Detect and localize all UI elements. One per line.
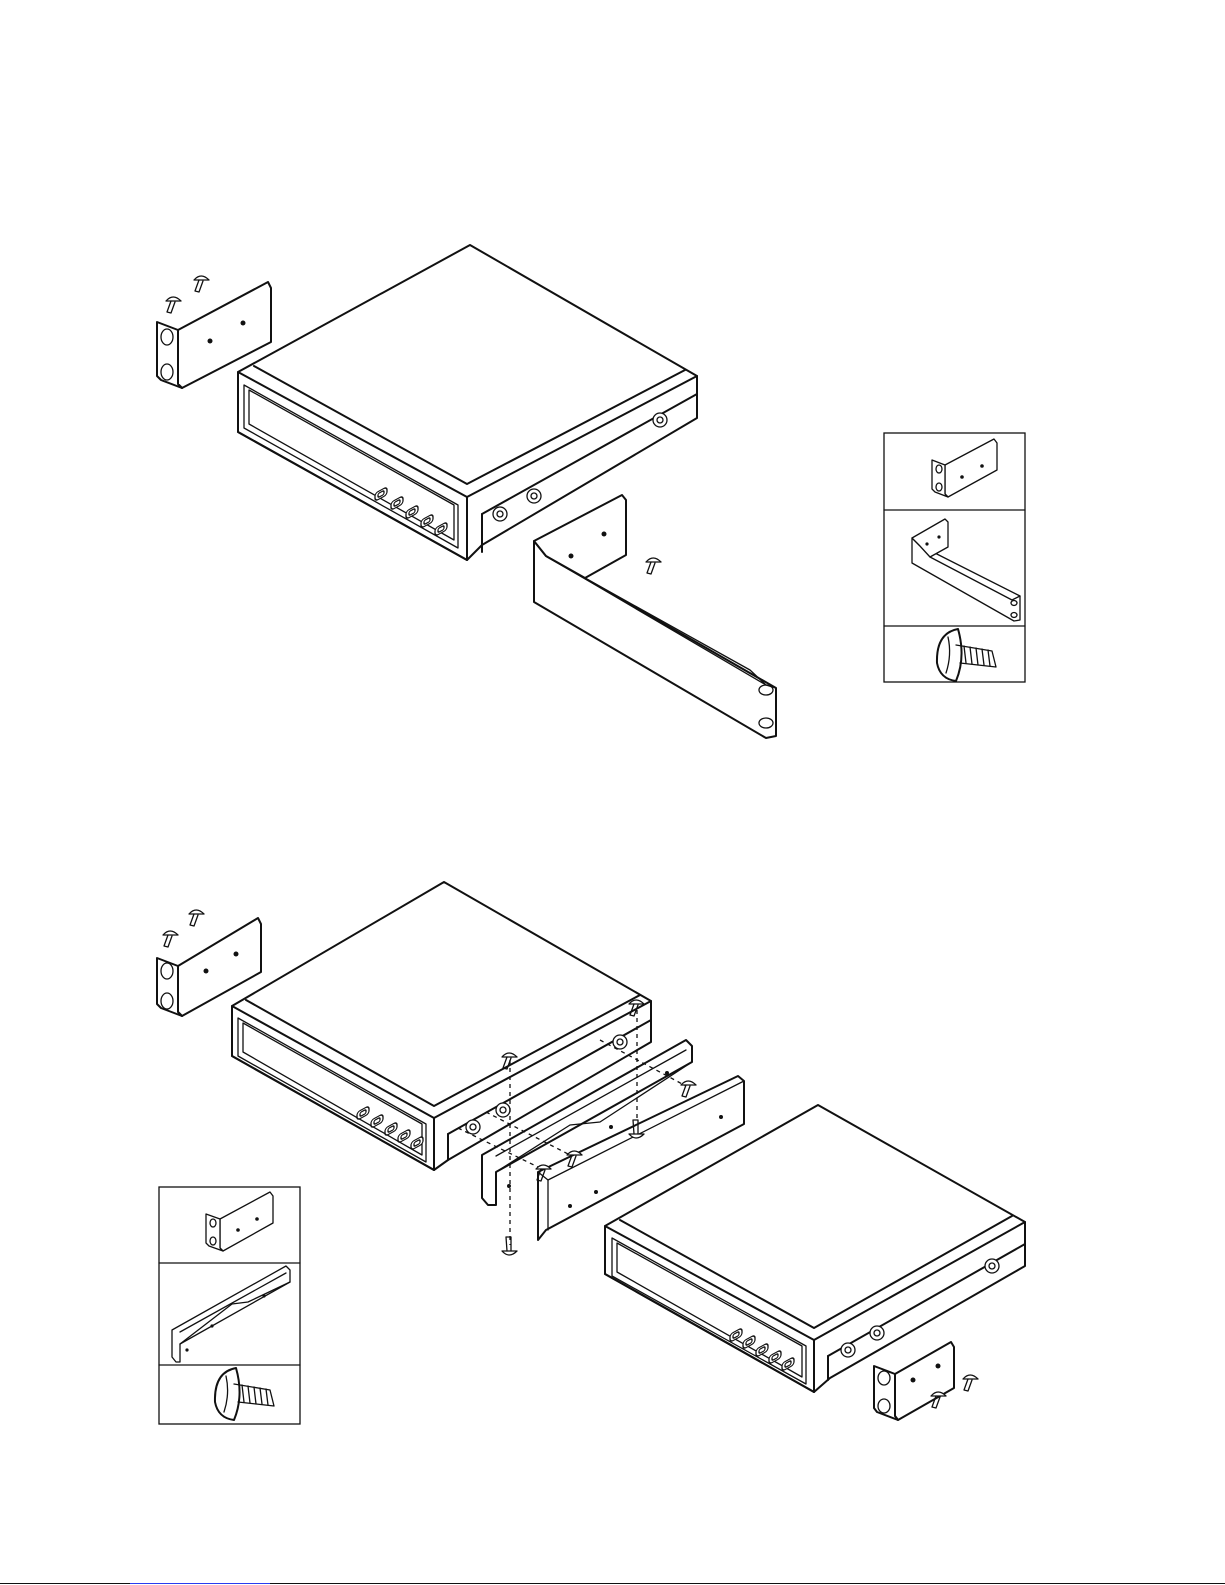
screw-icon (681, 1081, 696, 1097)
screw-icon (194, 276, 209, 292)
figure-dual-unit (157, 882, 1025, 1424)
figure-single-unit (157, 245, 1025, 738)
screw-icon (646, 558, 661, 574)
screw-icon (166, 297, 181, 313)
rack-ear-right-icon (874, 1342, 954, 1420)
parts-legend-figure2 (159, 1187, 300, 1424)
screw-icon (189, 910, 204, 926)
footer-link-underline[interactable] (130, 1583, 270, 1584)
parts-legend-figure1 (884, 433, 1025, 682)
device-chassis-left-icon (232, 882, 651, 1170)
device-chassis-icon (238, 245, 697, 560)
screw-icon (963, 1375, 978, 1391)
rack-bracket-right-icon (534, 495, 776, 738)
screw-icon (163, 931, 178, 947)
